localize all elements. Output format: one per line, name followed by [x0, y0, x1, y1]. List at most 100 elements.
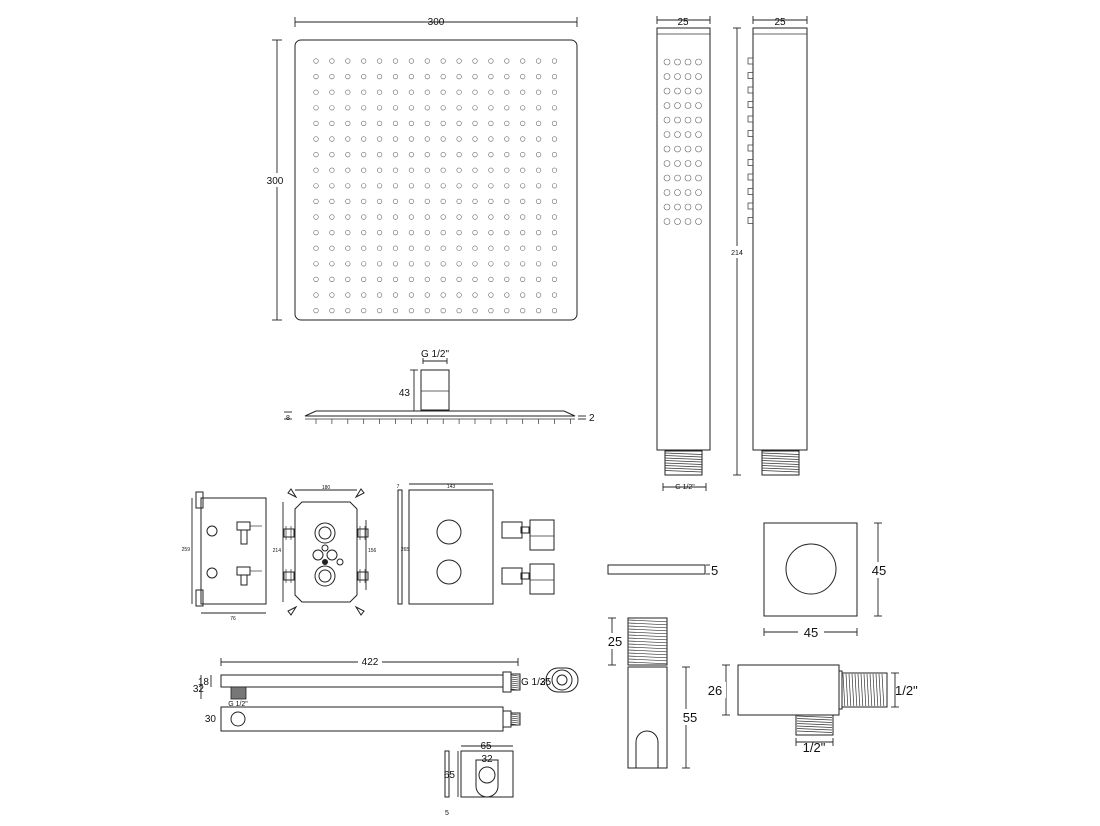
- nozzle-hole: [674, 145, 681, 153]
- nozzle-hole: [663, 58, 671, 66]
- thread-line: [627, 640, 668, 644]
- thread-line: [872, 673, 876, 707]
- shower-arm-thread: [510, 674, 521, 691]
- mounting-ear: [287, 605, 298, 616]
- nozzle-hole: [663, 87, 671, 95]
- thread-line: [510, 676, 521, 679]
- nozzle-hole: [424, 105, 430, 111]
- thread-line: [796, 718, 833, 721]
- nozzle-hole: [408, 73, 415, 80]
- nozzle-hole: [345, 276, 351, 283]
- nozzle-hole: [440, 198, 446, 204]
- nozzle-hole: [408, 198, 415, 204]
- nozzle-hole: [488, 136, 494, 142]
- nozzle-hole: [345, 230, 351, 236]
- nozzle-hole: [674, 218, 681, 225]
- nozzle-hole: [456, 73, 462, 80]
- nozzle-hole: [535, 120, 542, 126]
- thread-line: [510, 680, 521, 683]
- nozzle-hole: [313, 152, 319, 158]
- nozzle-hole: [329, 308, 335, 314]
- nozzle-hole: [361, 261, 367, 267]
- valve-body-side-label: 156: [368, 548, 377, 554]
- nozzle-hole: [392, 198, 399, 204]
- nozzle-hole: [392, 292, 399, 298]
- thread-line: [627, 634, 668, 638]
- shower-arm-inner-label: 18: [198, 677, 210, 688]
- nozzle-hole: [684, 58, 692, 66]
- nozzle-hole: [684, 73, 692, 80]
- nozzle-hole: [535, 276, 542, 283]
- nozzle-hole: [551, 245, 558, 251]
- nozzle-hole: [424, 183, 430, 189]
- nozzle-hole: [377, 58, 383, 64]
- thread-line: [627, 652, 668, 656]
- thread-line: [761, 470, 800, 473]
- nozzle-hole: [329, 292, 335, 298]
- nozzle-hole: [424, 152, 430, 158]
- nozzle-hole: [684, 116, 692, 124]
- nozzle-hole: [535, 152, 542, 158]
- nozzle-hole: [472, 214, 478, 220]
- nozzle-hole: [472, 136, 478, 142]
- shower-arm-length-label: 422: [362, 657, 379, 668]
- nozzle-hole: [520, 152, 526, 158]
- nozzle-hole: [535, 198, 542, 204]
- nozzle-hole: [377, 245, 383, 251]
- thread-line: [510, 719, 521, 722]
- nozzle-hole: [551, 276, 558, 283]
- thread-line: [866, 673, 870, 707]
- nozzle-hole: [520, 167, 526, 173]
- thread-line: [796, 728, 833, 731]
- nozzle-hole: [408, 276, 415, 283]
- outlet-elbow-side-thread-label: 1/2": [895, 683, 918, 698]
- nozzle-hole: [377, 198, 383, 204]
- thread-line: [664, 457, 703, 460]
- bracket-thread: [627, 619, 668, 665]
- nozzle-hole: [472, 261, 478, 267]
- nozzle-hole: [361, 167, 367, 173]
- nozzle-hole: [674, 58, 681, 66]
- rain-head-plate-thick-label: 8: [286, 415, 290, 422]
- thread-line: [627, 628, 668, 632]
- thread-line: [845, 673, 849, 707]
- mounting-ear: [287, 488, 298, 499]
- rain-head-side-view: G 1/2" 43 8 2: [284, 349, 595, 424]
- nozzle-hole: [551, 292, 558, 298]
- thread-line: [627, 622, 668, 626]
- nozzle-hole: [345, 58, 351, 64]
- nozzle-hole: [520, 136, 526, 142]
- nozzle-hole: [684, 174, 692, 182]
- nozzle-hole: [408, 183, 415, 189]
- nozzle-hole: [488, 261, 494, 267]
- nozzle-hole: [695, 174, 702, 182]
- nozzle-hole: [361, 230, 367, 236]
- nozzle-hole: [313, 58, 319, 64]
- nozzle-hole: [535, 136, 542, 142]
- valve-cover-plate: 143 265 7: [397, 483, 494, 605]
- valve-port: [283, 528, 295, 538]
- nozzle-hole: [504, 58, 510, 64]
- thread-line: [848, 673, 852, 707]
- nozzle-hole: [551, 214, 558, 220]
- nozzle-hole: [345, 245, 351, 251]
- valve-body-height-label: 214: [273, 548, 282, 554]
- thread-line: [664, 462, 703, 465]
- nozzle-hole: [440, 230, 446, 236]
- nozzle-hole: [345, 308, 351, 314]
- nozzle-hole: [424, 245, 430, 251]
- nozzle-hole: [472, 73, 478, 80]
- nozzle-hole: [361, 120, 367, 126]
- nozzle-hole: [345, 214, 351, 220]
- nozzle-hole: [504, 183, 510, 189]
- nozzle-hole: [504, 214, 510, 220]
- thread-line: [796, 715, 833, 718]
- nozzle-hole: [488, 308, 494, 314]
- hand-shower-thread-label: G 1/2": [675, 484, 695, 491]
- nozzle-hole: [488, 89, 494, 95]
- nozzle-hole: [504, 198, 510, 204]
- thread-line: [875, 673, 879, 707]
- nozzle-hole: [408, 120, 415, 126]
- nozzle-hole: [456, 183, 462, 189]
